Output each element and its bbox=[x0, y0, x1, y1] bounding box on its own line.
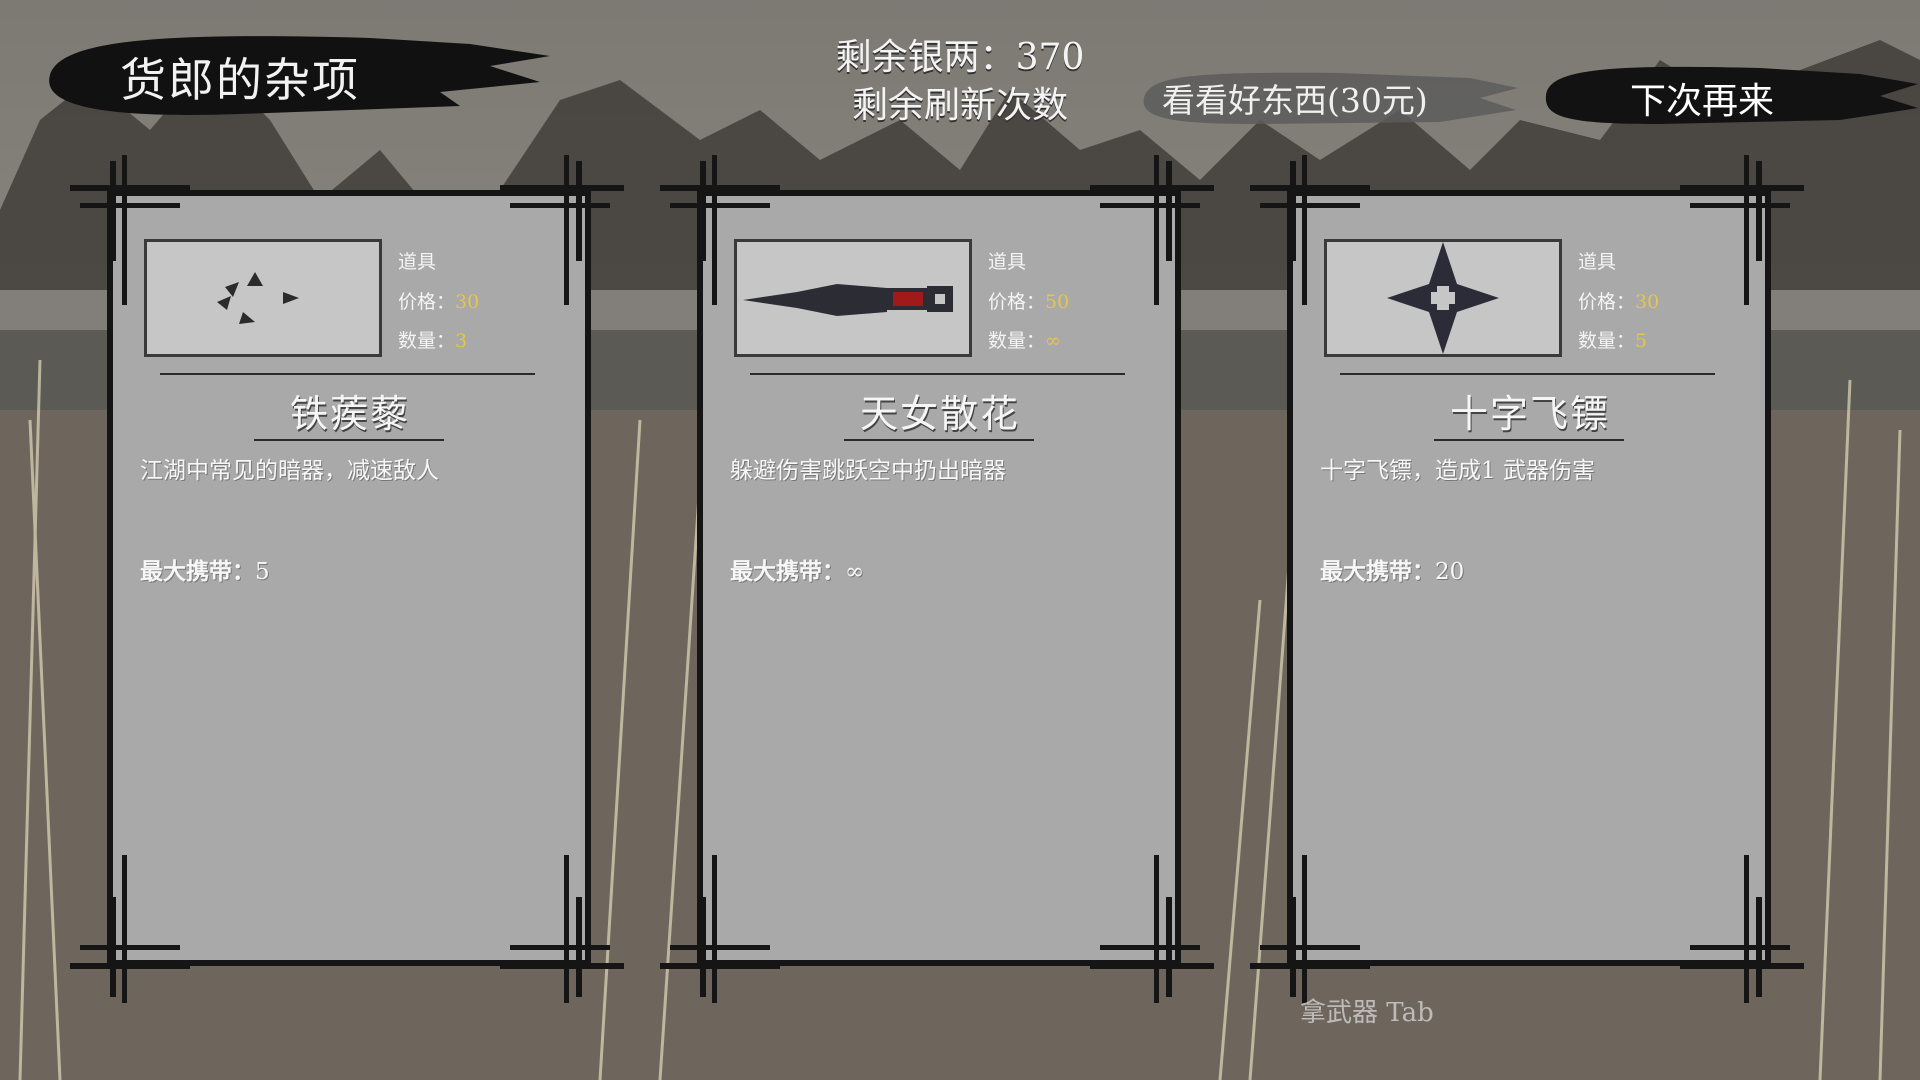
divider bbox=[750, 373, 1125, 375]
page-title: 货郎的杂项 bbox=[120, 53, 360, 107]
next-time-button[interactable]: 下次再来 bbox=[1630, 81, 1775, 122]
item-description: 十字飞镖，造成1 武器伤害 bbox=[1320, 458, 1595, 484]
item-description: 江湖中常见的暗器，减速敌人 bbox=[140, 458, 439, 484]
title-ink-banner bbox=[49, 36, 550, 115]
divider bbox=[1434, 439, 1624, 441]
dart-launcher-icon bbox=[743, 284, 953, 316]
item-type: 道具 bbox=[1578, 251, 1617, 273]
weapon-hint: 拿武器 Tab bbox=[1300, 998, 1434, 1028]
silver-remaining: 剩余银两：370 bbox=[835, 37, 1085, 78]
item-quantity: 数量：∞ bbox=[988, 330, 1061, 352]
item-name: 十字飞镖 bbox=[1449, 392, 1610, 436]
divider bbox=[1340, 373, 1715, 375]
item-max-carry: 最大携带：∞ bbox=[730, 558, 865, 585]
item-max-carry: 最大携带：20 bbox=[1320, 558, 1465, 585]
shuriken-icon bbox=[1387, 242, 1499, 354]
look-good-items-button[interactable]: 看看好东西(30元) bbox=[1162, 81, 1428, 120]
divider bbox=[254, 439, 444, 441]
item-quantity: 数量：3 bbox=[398, 330, 468, 352]
item-description: 躲避伤害跳跃空中扔出暗器 bbox=[730, 458, 1006, 484]
item-image-frame bbox=[734, 239, 972, 357]
item-type: 道具 bbox=[988, 251, 1027, 273]
next-button-bg bbox=[1545, 66, 1918, 124]
caltrops-icon bbox=[217, 272, 299, 324]
item-name: 天女散花 bbox=[859, 392, 1020, 436]
item-max-carry: 最大携带：5 bbox=[140, 558, 270, 585]
item-card-caltrops[interactable]: 道具 价格：30 数量：3 铁蒺藜 江湖中常见的暗器，减速敌人 最大携带：5 bbox=[70, 155, 624, 1003]
item-quantity: 数量：5 bbox=[1578, 330, 1648, 352]
divider bbox=[844, 439, 1034, 441]
item-price: 价格：30 bbox=[398, 291, 480, 313]
item-type: 道具 bbox=[398, 251, 437, 273]
item-price: 价格：50 bbox=[988, 291, 1070, 313]
item-price: 价格：30 bbox=[1578, 291, 1660, 313]
item-card-dart-launcher[interactable]: 道具 价格：50 数量：∞ 天女散花 躲避伤害跳跃空中扔出暗器 最大携带：∞ bbox=[660, 155, 1214, 1003]
refresh-remaining: 剩余刷新次数 bbox=[851, 85, 1068, 126]
item-image-frame bbox=[1324, 239, 1562, 357]
item-card-shuriken[interactable]: 道具 价格：30 数量：5 十字飞镖 十字飞镖，造成1 武器伤害 最大携带：20 bbox=[1250, 155, 1804, 1003]
look-button-bg bbox=[1143, 72, 1518, 124]
item-image-frame bbox=[144, 239, 382, 357]
currency-info: 剩余银两：370 剩余刷新次数 bbox=[800, 34, 1120, 130]
item-name: 铁蒺藜 bbox=[289, 392, 410, 436]
divider bbox=[160, 373, 535, 375]
